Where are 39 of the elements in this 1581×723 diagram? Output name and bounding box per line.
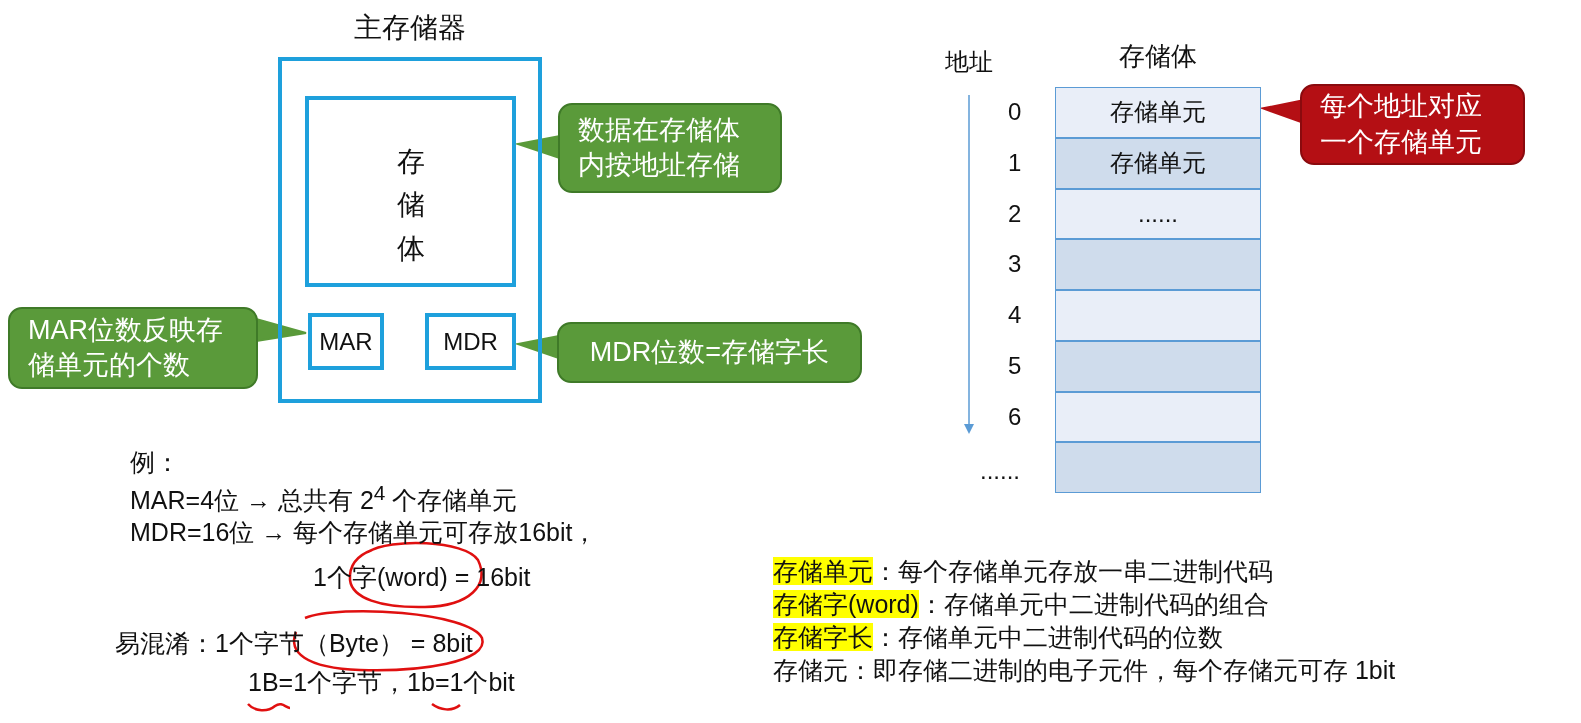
example-text: 1B=1个字节，1b=1个bit	[248, 667, 515, 697]
callout-tail	[514, 334, 560, 360]
group-title: 存储体	[1118, 40, 1198, 73]
empty-storage-cell	[1055, 239, 1261, 290]
empty-storage-cell	[1055, 340, 1261, 392]
callout-tail	[514, 134, 561, 160]
storage-cell: 存储单元	[1055, 87, 1261, 138]
address-number: 0	[1008, 98, 1022, 127]
ellipsis: ......	[980, 457, 1020, 486]
storage-cell: 存储单元	[1055, 137, 1261, 189]
empty-storage-cell	[1055, 442, 1261, 493]
address-number: 6	[1008, 402, 1022, 432]
callout-bubble: 每个地址对应一个存储单元	[1300, 84, 1525, 165]
register-box: MDR	[425, 313, 516, 370]
address-number: 1	[1008, 148, 1022, 178]
example-text: MDR=16位 → 每个存储单元可存放16bit，	[130, 517, 598, 547]
address-heading: 地址	[945, 48, 993, 77]
callout-bubble: MAR位数反映存储单元的个数	[8, 307, 258, 389]
callout-bubble: MDR位数=存储字长	[557, 322, 862, 383]
empty-storage-cell	[1055, 290, 1261, 341]
empty-storage-cell	[1055, 391, 1261, 443]
example-text: MAR=4位 → 总共有 2$^{4}$ 个存储单元	[130, 481, 518, 516]
address-number: 3	[1008, 250, 1022, 280]
group-title: 主存储器	[353, 11, 467, 45]
box-label: 存储体	[395, 145, 426, 266]
storage-body-box	[305, 96, 516, 287]
example-text: 例：	[130, 447, 180, 477]
address-number: 5	[1008, 351, 1022, 381]
definition-text: 存储字长：存储单元中二进制代码的位数	[773, 622, 1223, 652]
register-box: MAR	[308, 313, 384, 370]
definition-text: 存储字(word)：存储单元中二进制代码的组合	[773, 589, 1269, 619]
address-number: 4	[1008, 301, 1022, 330]
storage-cell: ......	[1055, 188, 1261, 240]
callout-tail	[1259, 99, 1303, 124]
callout-bubble: 数据在存储体内按地址存储	[558, 103, 782, 193]
definition-text: 存储单元：每个存储单元存放一串二进制代码	[773, 556, 1273, 586]
definition-text: 存储元：即存储二进制的电子元件，每个存储元可存 1bit	[773, 655, 1396, 685]
address-number: 2	[1008, 199, 1022, 229]
callout-tail	[255, 317, 307, 343]
